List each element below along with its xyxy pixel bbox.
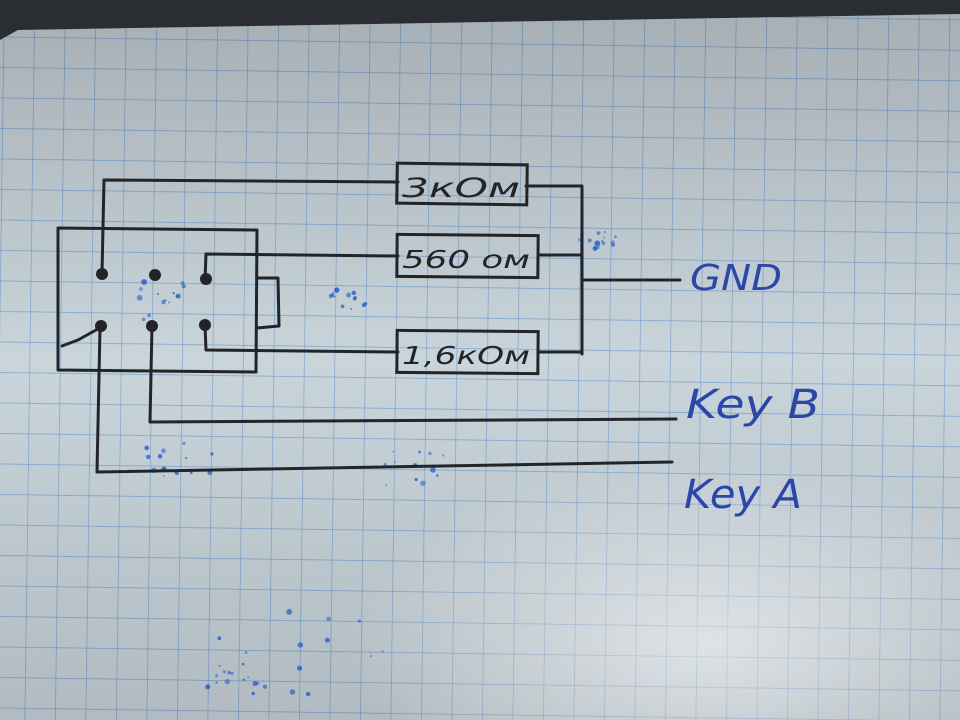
- pin-6: [199, 319, 211, 331]
- key-a-wire: [95, 326, 674, 474]
- resistor-1k6ohm: [395, 328, 540, 376]
- connector-latch: [255, 276, 281, 330]
- resistor-560ohm-label: 560 ом: [402, 245, 530, 274]
- resistor-3kohm: [395, 161, 529, 207]
- wire-1k6: [203, 324, 400, 354]
- wire-560: [203, 252, 400, 282]
- wires: [56, 178, 682, 474]
- key-b-wire: [148, 324, 678, 424]
- key-b-label: Key B: [686, 382, 820, 428]
- connector-mark: [60, 328, 98, 348]
- pin-5: [146, 320, 158, 332]
- pin-4: [95, 320, 107, 332]
- wire-top: [100, 178, 400, 276]
- gnd-label: GND: [690, 258, 782, 299]
- connector-outline: [56, 226, 259, 374]
- resistors: [395, 161, 540, 376]
- key-a-label: Key A: [684, 472, 802, 518]
- connector-pins: [95, 268, 212, 332]
- light-glare: [300, 380, 960, 720]
- pin-2: [149, 269, 161, 281]
- resistor-1k6ohm-label: 1,6кОм: [402, 341, 530, 370]
- pin-1: [96, 268, 108, 280]
- resistor-560ohm: [395, 232, 540, 280]
- pin-3: [200, 273, 212, 285]
- resistor-3kohm-label: 3кОм: [402, 173, 520, 204]
